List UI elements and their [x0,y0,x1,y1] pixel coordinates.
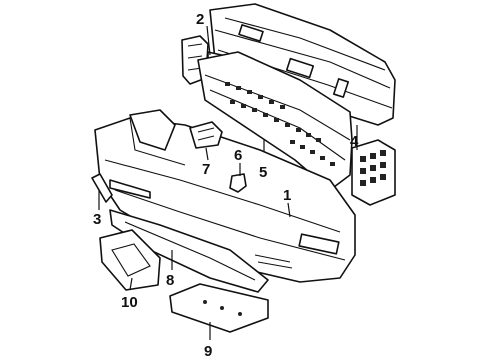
callout-10: 10 [121,294,138,311]
bracket-7 [189,121,223,149]
clip-6 [229,173,247,193]
license-bracket [99,229,161,291]
callout-lines [98,25,358,340]
callout-2: 2 [196,11,204,28]
callout-8: 8 [166,272,174,289]
callouts: 1 2 3 4 5 6 7 8 9 10 [93,11,359,360]
callout-4: 4 [350,133,359,150]
end-block [351,139,396,206]
callout-3: 3 [93,211,101,228]
license-plate-pad [169,283,269,333]
callout-9: 9 [204,343,212,360]
callout-1: 1 [283,187,291,204]
callout-6: 6 [234,147,242,164]
side-strip [91,173,151,203]
energy-absorber [197,51,353,191]
callout-5: 5 [259,164,267,181]
callout-7: 7 [202,161,210,178]
reinforcement-bar [209,3,396,126]
